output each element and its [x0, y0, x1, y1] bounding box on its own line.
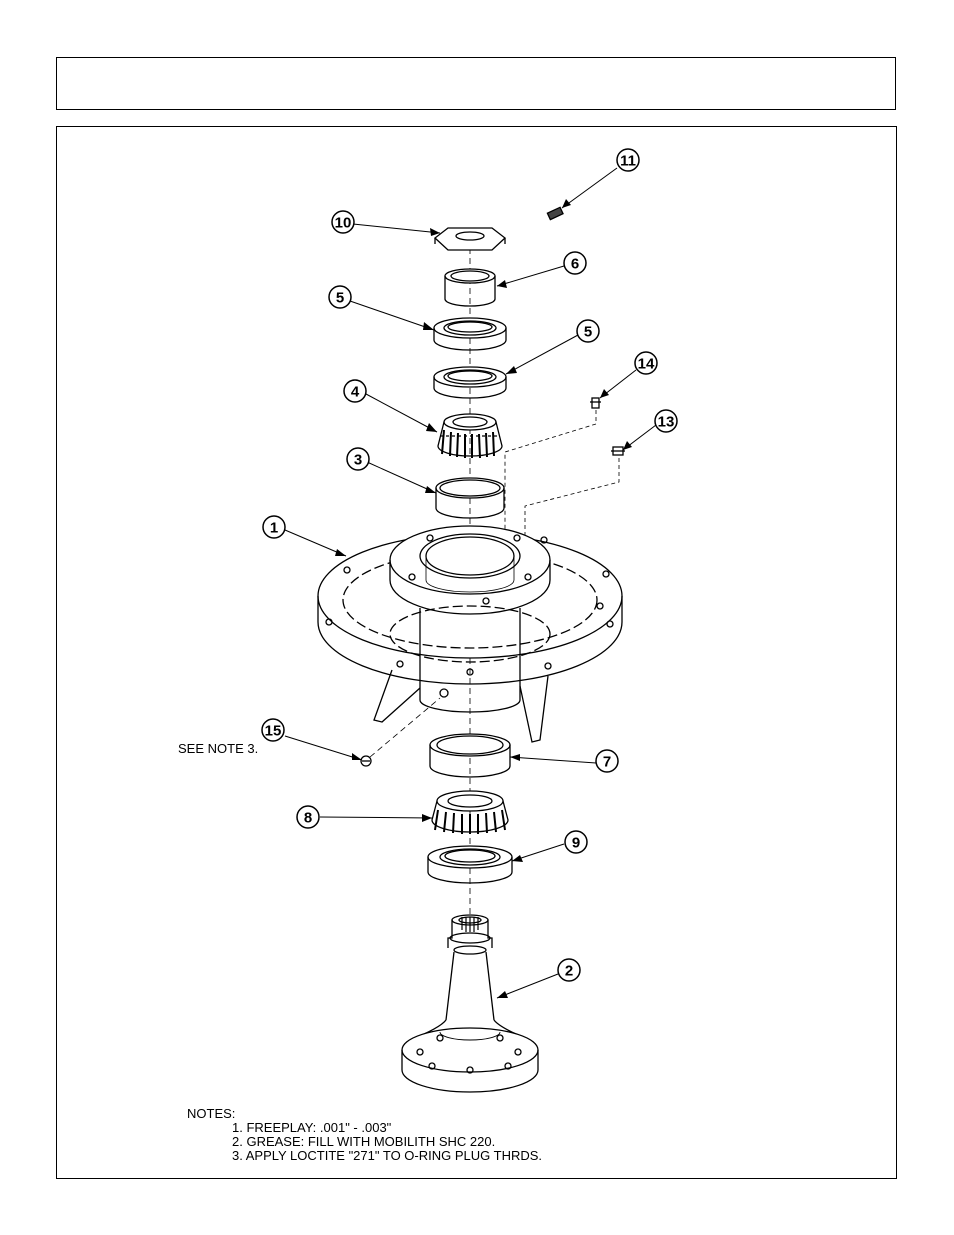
part-seal-lower	[433, 366, 507, 399]
callout-2: 2	[565, 963, 573, 980]
callout-5-upper: 5	[336, 290, 344, 307]
part-plug	[611, 446, 625, 456]
callout-11: 11	[620, 153, 636, 170]
part-spacer	[444, 268, 496, 307]
note-1: 1. FREEPLAY: .001" - .003"	[232, 1120, 392, 1135]
callout-circles	[261, 148, 678, 982]
diagram-frame	[56, 126, 897, 1179]
callout-5-lower: 5	[584, 324, 592, 341]
header-box	[56, 57, 896, 110]
part-spindle	[401, 914, 539, 1093]
note-2: 2. GREASE: FILL WITH MOBILITH SHC 220.	[232, 1134, 495, 1149]
part-grease-fitting	[590, 397, 601, 409]
callout-1: 1	[270, 520, 278, 537]
callout-10: 10	[335, 215, 352, 232]
part-hub-housing	[317, 525, 623, 743]
callout-6: 6	[571, 256, 579, 273]
part-hex-nut	[433, 227, 507, 251]
part-set-screw	[546, 206, 564, 221]
part-cone-bearing-lower	[431, 790, 509, 834]
part-bearing-cup-upper	[435, 477, 505, 519]
callout-15: 15	[265, 723, 282, 740]
note-3: 3. APPLY LOCTITE "271" TO O-RING PLUG TH…	[232, 1148, 542, 1163]
callout-13: 13	[658, 414, 675, 431]
callout-3: 3	[354, 452, 362, 469]
callout-9: 9	[572, 835, 580, 852]
callout-14: 14	[638, 356, 655, 373]
part-seal-lower-hub	[427, 845, 513, 884]
part-cone-bearing-upper	[437, 413, 503, 459]
part-o-ring-plug	[360, 755, 372, 767]
see-note-label: SEE NOTE 3.	[178, 741, 258, 756]
callout-7: 7	[603, 754, 611, 771]
leader-arrowheads	[335, 199, 632, 998]
callout-4: 4	[351, 384, 360, 401]
callout-8: 8	[304, 810, 312, 827]
part-bearing-cup-lower	[429, 733, 511, 778]
part-seal-upper	[433, 317, 507, 351]
notes-block: NOTES: 1. FREEPLAY: .001" - .003" 2. GRE…	[187, 1106, 542, 1163]
notes-heading: NOTES:	[187, 1106, 235, 1121]
